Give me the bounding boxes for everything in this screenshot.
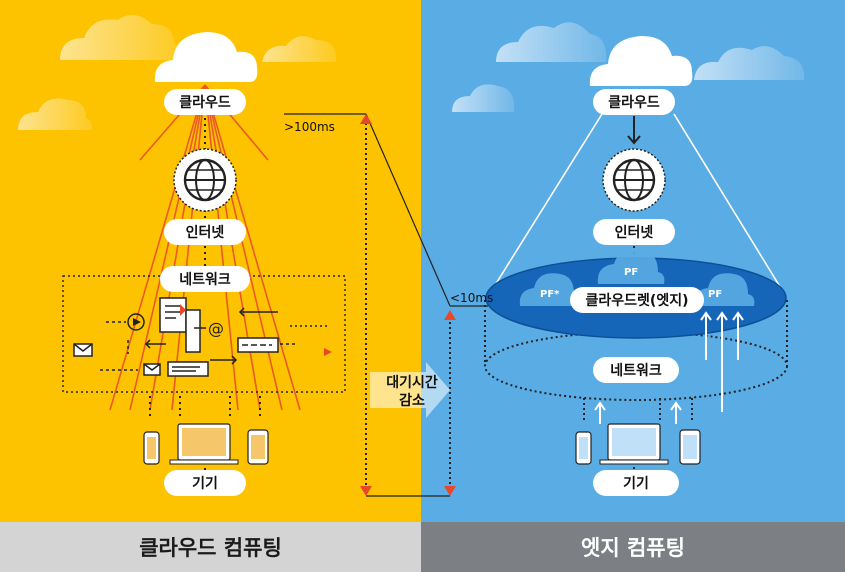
- down-arrow-icon: [627, 116, 641, 145]
- left-internet-label: 인터넷: [164, 219, 246, 245]
- pf-label: PF*: [540, 289, 560, 300]
- cloud-icon: [154, 32, 258, 82]
- devices-icon: [575, 423, 701, 465]
- background-cloud-icon: [452, 22, 805, 112]
- network-traffic: @: [73, 297, 330, 377]
- comparison-diagram: @: [18, 14, 805, 497]
- coverage-cone: [491, 113, 783, 291]
- edge-computing-title: 엣지 컴퓨팅: [421, 522, 845, 572]
- signal-rays: [109, 84, 301, 411]
- upload-arrows-icon: [594, 311, 744, 424]
- pf-label: PF: [708, 289, 723, 300]
- cloud-icon: [589, 36, 693, 86]
- right-cloud-label: 클라우드: [593, 89, 675, 115]
- packet-arrow-icon: [324, 348, 332, 356]
- cloudlet-cloud-icon: [519, 248, 755, 306]
- packet-arrow-icon: [180, 304, 186, 316]
- pf-label: PF: [624, 267, 639, 278]
- globe-icon: [602, 148, 666, 212]
- right-network-label: 네트워크: [593, 357, 679, 383]
- background-cloud-icon: [18, 14, 337, 130]
- devices-icon: [143, 423, 269, 465]
- latency-reduce-label: 대기시간 감소: [380, 374, 444, 410]
- cloud-computing-title: 클라우드 컴퓨팅: [0, 522, 421, 572]
- right-cloudlet-label: 클라우드렛(엣지): [570, 287, 704, 313]
- left-network-label: 네트워크: [160, 266, 250, 292]
- left-device-label: 기기: [164, 470, 246, 496]
- right-internet-label: 인터넷: [593, 219, 675, 245]
- latency-measure: [360, 114, 456, 496]
- latency-reduce-line1: 대기시간: [386, 375, 438, 391]
- latency-reduce-line2: 감소: [399, 393, 425, 409]
- svg-text:@: @: [208, 319, 224, 338]
- right-latency-label: <10ms: [450, 291, 494, 305]
- right-device-label: 기기: [593, 470, 679, 496]
- latency-reduce-arrow-icon: [370, 362, 450, 418]
- latency-bracket: [284, 113, 451, 497]
- left-cloud-label: 클라우드: [164, 89, 246, 115]
- left-latency-label: >100ms: [284, 120, 335, 134]
- globe-icon: [173, 148, 237, 212]
